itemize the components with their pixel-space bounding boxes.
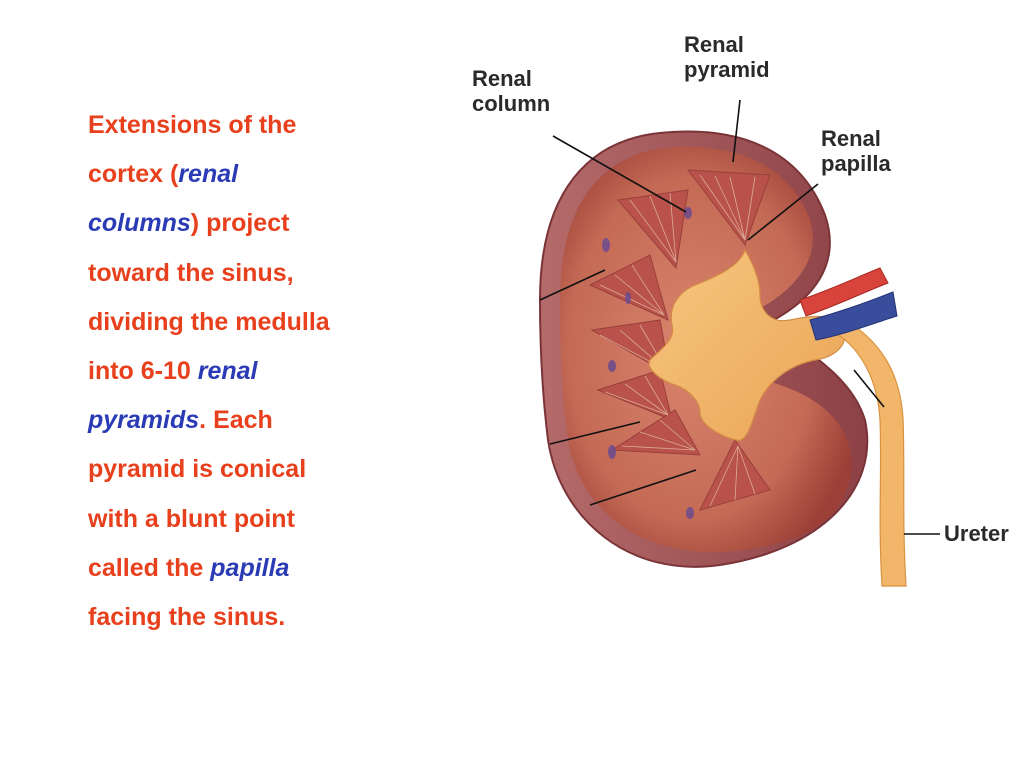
- text-segment: cortex (: [88, 160, 179, 189]
- term-renal: renal: [197, 357, 258, 386]
- pyramid: [610, 409, 701, 456]
- label-line: column: [472, 91, 551, 116]
- text-line-2: cortex (renal: [88, 150, 428, 199]
- text-line-3: columns) project: [88, 199, 428, 248]
- kidney-illustration: [538, 99, 940, 587]
- label-line: Renal: [821, 126, 881, 151]
- label-line: Ureter: [944, 521, 1009, 546]
- pyramid: [686, 169, 771, 247]
- text-line-4: toward the sinus,: [88, 258, 294, 287]
- term-pyramids: pyramids: [88, 406, 200, 435]
- text-segment: ) project: [190, 209, 290, 238]
- pyramid: [596, 369, 673, 421]
- renal-vein: [809, 291, 898, 341]
- text-line-8: pyramid is conical: [88, 455, 307, 484]
- label-line: pyramid: [684, 57, 770, 82]
- label-renal-column: Renal column: [472, 66, 550, 116]
- term-columns: columns: [88, 209, 191, 238]
- label-renal-pyramid: Renal pyramid: [684, 32, 770, 82]
- text-line-9: with a blunt point: [88, 504, 295, 533]
- text-line-10: called the papilla: [88, 544, 428, 593]
- term-papilla: papilla: [210, 553, 290, 582]
- leader-lines: [539, 99, 940, 535]
- renal-artery: [799, 267, 889, 317]
- text-line-11: facing the sinus.: [88, 603, 286, 632]
- slide-paragraph: Extensions of the cortex (renal columns)…: [88, 101, 428, 642]
- renal-pelvis: [648, 248, 846, 441]
- label-line: Renal: [684, 32, 744, 57]
- label-line: papilla: [821, 151, 891, 176]
- vessel-spots: [602, 207, 694, 519]
- text-line-6: into 6-10 renal: [88, 347, 428, 396]
- label-line: Renal: [472, 66, 532, 91]
- renal-pyramids: [588, 169, 771, 511]
- text-line-5: dividing the medulla: [88, 307, 330, 336]
- text-segment: into 6-10: [88, 357, 198, 386]
- text-segment: called the: [88, 553, 211, 582]
- term-renal: renal: [178, 160, 239, 189]
- text-segment: . Each: [199, 406, 273, 435]
- label-ureter: Ureter: [944, 521, 1009, 546]
- text-line-7: pyramids. Each: [88, 396, 428, 445]
- label-renal-papilla: Renal papilla: [821, 126, 891, 176]
- text-line-1: Extensions of the: [88, 111, 297, 139]
